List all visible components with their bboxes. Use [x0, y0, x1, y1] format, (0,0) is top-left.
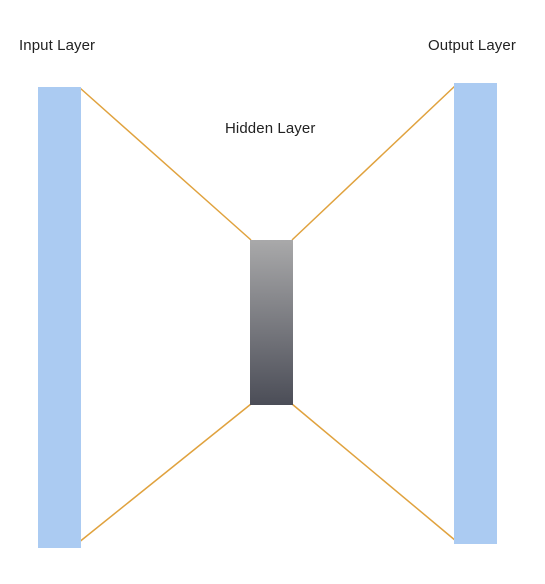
- connection-hidden-to-output-bottom: [291, 403, 457, 542]
- hidden-layer-bar: [250, 240, 293, 405]
- connection-hidden-to-output-top: [291, 84, 457, 241]
- connection-input-top-to-hidden: [79, 87, 252, 241]
- connection-input-bottom-to-hidden: [77, 403, 252, 544]
- hidden-layer-label: Hidden Layer: [225, 120, 316, 137]
- output-layer-label: Output Layer: [428, 37, 516, 54]
- input-layer-label: Input Layer: [19, 37, 96, 54]
- input-layer-bar: [38, 87, 81, 548]
- output-layer-bar: [454, 83, 497, 544]
